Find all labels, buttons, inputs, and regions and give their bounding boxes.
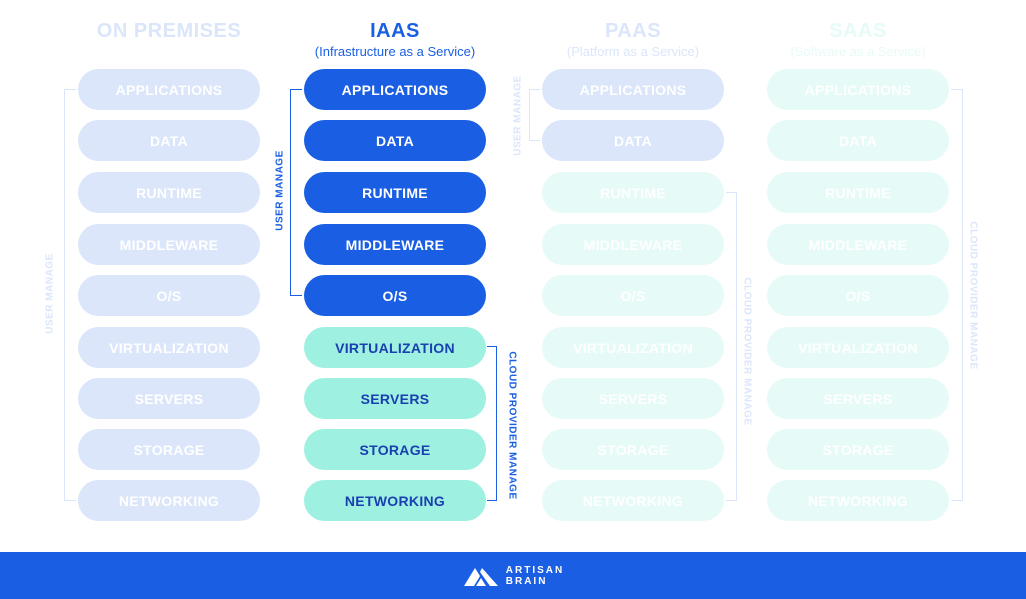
saas-virtualization: VIRTUALIZATION: [767, 327, 949, 368]
saas-storage: STORAGE: [767, 429, 949, 470]
paas-applications: APPLICATIONS: [542, 69, 724, 110]
saas-applications: APPLICATIONS: [767, 69, 949, 110]
iaas-runtime: RUNTIME: [304, 172, 486, 213]
paas-storage: STORAGE: [542, 429, 724, 470]
iaas-title: IAAS: [370, 20, 420, 42]
saas-middleware: MIDDLEWARE: [767, 224, 949, 265]
iaas-networking: NETWORKING: [304, 480, 486, 521]
artisan-brain-logo-icon: [463, 567, 498, 586]
on-premises-middleware: MIDDLEWARE: [78, 224, 260, 265]
on-premises-user-bracket: [64, 89, 76, 501]
iaas-data: DATA: [304, 120, 486, 161]
iaas-applications: APPLICATIONS: [304, 69, 486, 110]
on-premises-applications: APPLICATIONS: [78, 69, 260, 110]
on-premises-servers: SERVERS: [78, 378, 260, 419]
saas-runtime: RUNTIME: [767, 172, 949, 213]
saas-cloud-provider-label: CLOUD PROVIDER MANAGE: [967, 221, 979, 370]
on-premises-networking: NETWORKING: [78, 480, 260, 521]
paas-runtime: RUNTIME: [542, 172, 724, 213]
paas-user-manage-label: USER MANAGE: [512, 75, 524, 156]
paas-middleware: MIDDLEWARE: [542, 224, 724, 265]
iaas-user-manage-label: USER MANAGE: [274, 150, 286, 231]
iaas-storage: STORAGE: [304, 429, 486, 470]
on-premises-virtualization: VIRTUALIZATION: [78, 327, 260, 368]
paas-os: O/S: [542, 275, 724, 316]
iaas-user-bracket: [290, 89, 302, 296]
on-premises-user-manage-label: USER MANAGE: [44, 253, 56, 334]
saas-servers: SERVERS: [767, 378, 949, 419]
saas-title: SAAS: [829, 20, 887, 42]
brand-line2: BRAIN: [505, 575, 548, 587]
saas-networking: NETWORKING: [767, 480, 949, 521]
paas-cloud-provider-label: CLOUD PROVIDER MANAGE: [741, 277, 753, 426]
iaas-servers: SERVERS: [304, 378, 486, 419]
paas-virtualization: VIRTUALIZATION: [542, 327, 724, 368]
paas-networking: NETWORKING: [542, 480, 724, 521]
brand-line1: ARTISAN: [505, 564, 565, 576]
iaas-cloud-bracket: [487, 346, 497, 501]
on-premises-runtime: RUNTIME: [78, 172, 260, 213]
iaas-subtitle: (Infrastructure as a Service): [314, 44, 476, 59]
saas-cloud-bracket: [951, 89, 963, 501]
paas-data: DATA: [542, 120, 724, 161]
on-premises-storage: STORAGE: [78, 429, 260, 470]
footer-bar: ARTISAN BRAIN: [0, 552, 1026, 599]
iaas-middleware: MIDDLEWARE: [304, 224, 486, 265]
saas-subtitle: (Software as a Service): [790, 44, 926, 59]
iaas-os: O/S: [304, 275, 486, 316]
on-premises-title: ON PREMISES: [96, 20, 242, 42]
saas-os: O/S: [767, 275, 949, 316]
paas-servers: SERVERS: [542, 378, 724, 419]
iaas-cloud-provider-label: CLOUD PROVIDER MANAGE: [506, 351, 518, 500]
paas-user-bracket: [529, 89, 540, 141]
paas-cloud-bracket: [726, 192, 737, 501]
paas-title: PAAS: [604, 20, 662, 42]
on-premises-os: O/S: [78, 275, 260, 316]
saas-data: DATA: [767, 120, 949, 161]
on-premises-data: DATA: [78, 120, 260, 161]
artisan-brain-logo: ARTISAN BRAIN: [462, 565, 564, 587]
paas-subtitle: (Platform as a Service): [566, 44, 700, 59]
iaas-virtualization: VIRTUALIZATION: [304, 327, 486, 368]
